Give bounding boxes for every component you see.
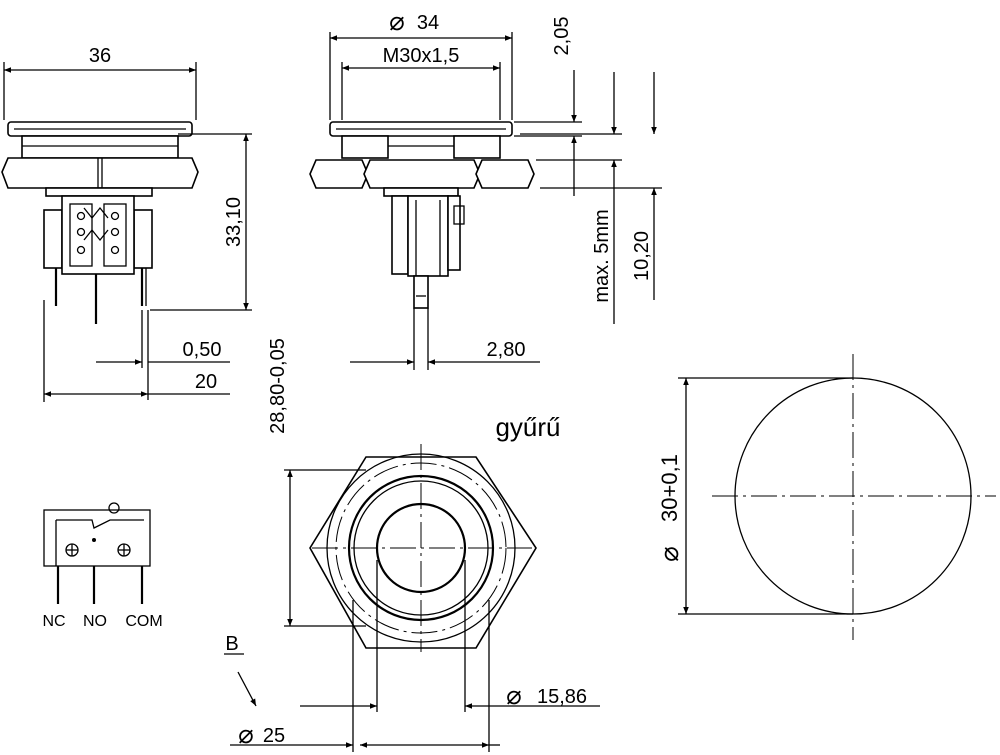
dim-across-flats: 28,80-0,05 <box>267 338 289 434</box>
pin-no-label: NO <box>83 613 107 630</box>
side-view: ⌀ 34 M30x1,5 2,05 max. 5mm 10,20 2,80 <box>309 6 662 370</box>
diameter-symbol-25: ⌀ <box>238 719 254 749</box>
switch-schematic: NC NO COM <box>42 502 163 630</box>
dim-pin-thickness: 0,50 <box>183 339 222 361</box>
dim-button-diameter: 15,86 <box>537 686 587 708</box>
dim-terminal-width: 2,80 <box>487 339 526 361</box>
dim-max-panel: max. 5mm <box>591 209 613 302</box>
front-view: 36 33,10 0,50 20 <box>1 45 252 402</box>
pin-nc-label: NC <box>42 613 65 630</box>
top-view: gyűrű 28,80-0,05 ⌀ 15,86 ⌀ 25 B <box>224 338 600 752</box>
dim-front-height: 33,10 <box>223 197 245 247</box>
dim-top-offset: 2,05 <box>551 17 573 56</box>
diameter-symbol-34: ⌀ <box>389 6 405 36</box>
view-label-b: B <box>225 633 238 655</box>
dim-thread: M30x1,5 <box>383 45 460 67</box>
diameter-symbol-30: ⌀ <box>654 546 684 562</box>
dim-cutout-diameter: 30+0,1 <box>657 454 682 522</box>
panel-cutout: ⌀ 30+0,1 <box>654 354 996 640</box>
dim-pin-span: 20 <box>195 371 217 393</box>
dim-depth: 10,20 <box>631 231 653 281</box>
pin-com-label: COM <box>125 613 162 630</box>
dim-front-width: 36 <box>89 45 111 67</box>
diameter-symbol-15: ⌀ <box>506 680 522 710</box>
dim-outer-diameter: 25 <box>263 725 285 747</box>
ring-label: gyűrű <box>495 412 560 442</box>
dim-cap-diameter: 34 <box>417 12 439 34</box>
